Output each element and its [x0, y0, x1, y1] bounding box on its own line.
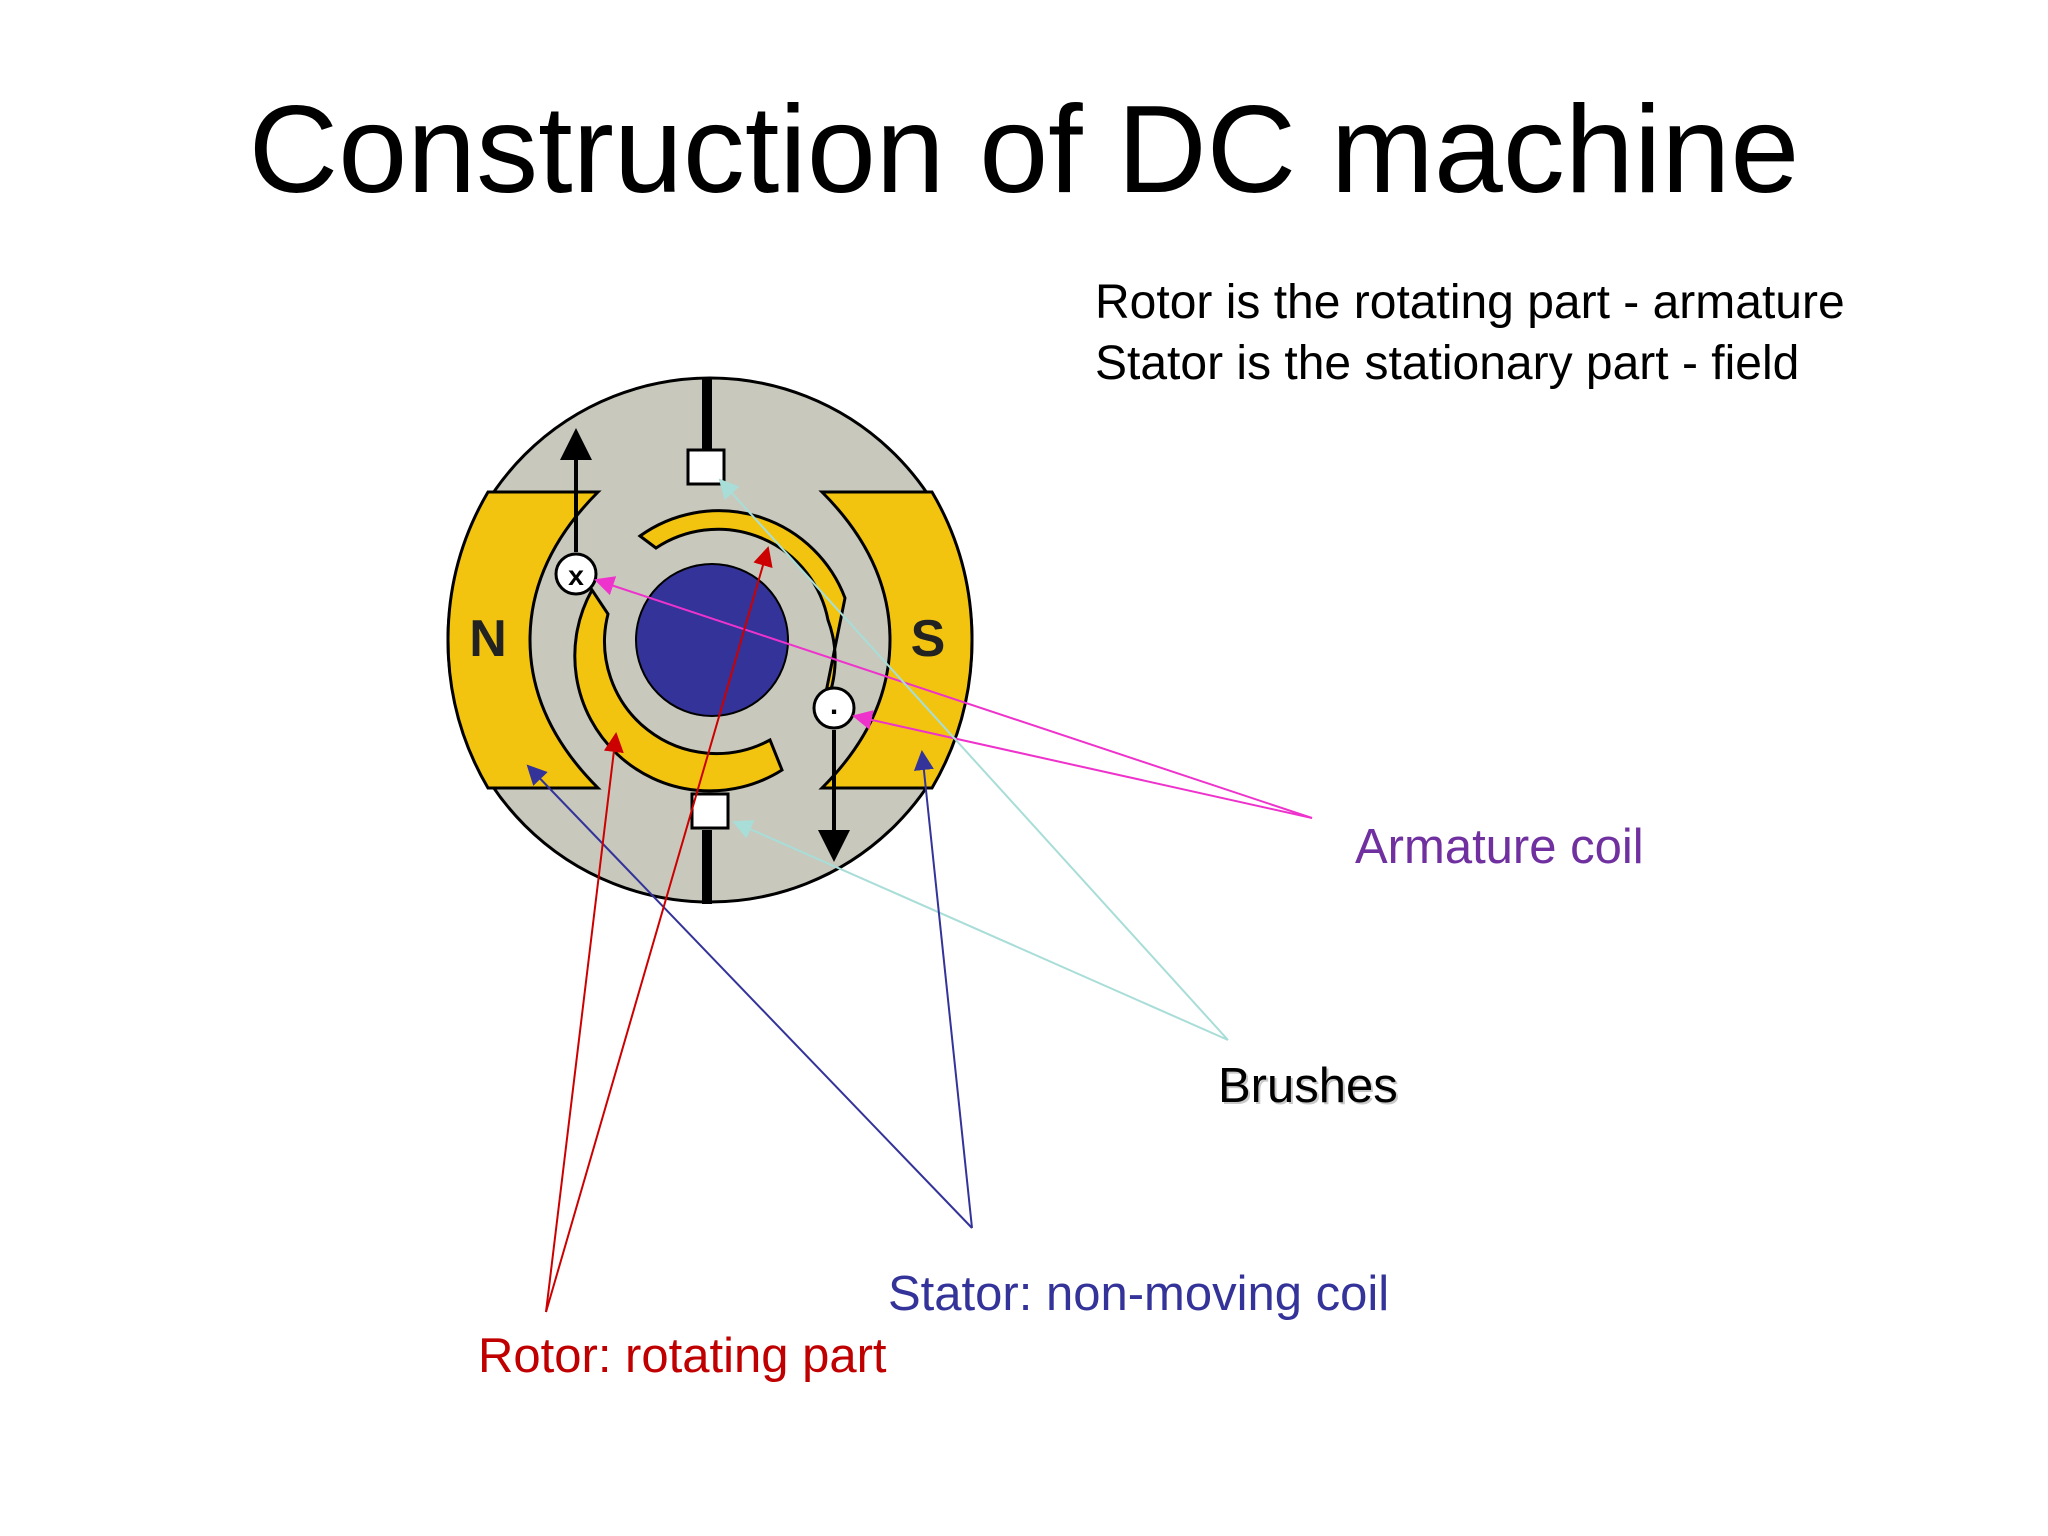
brush-pointer-bottom — [732, 820, 1229, 1041]
label-brushes: Brushes — [1218, 1059, 1398, 1113]
bottom-brush-rod — [702, 830, 712, 904]
pole-label-south: S — [911, 610, 946, 668]
top-brush-rod — [702, 378, 712, 450]
conductor-into-page — [554, 552, 598, 596]
label-rotor: Rotor: rotating part — [478, 1329, 887, 1383]
rotor-shaft — [635, 563, 789, 717]
bottom-brush — [690, 792, 730, 830]
armature-pointer-1 — [594, 576, 1313, 819]
rotor-pointer-upper-arc — [545, 546, 773, 1313]
label-armature-coil: Armature coil — [1355, 820, 1644, 874]
conductor-out-of-page-mark: . — [830, 688, 838, 721]
top-brush — [686, 448, 726, 486]
armature-coil-upper — [637, 509, 847, 713]
armature-pointer-2 — [852, 710, 1313, 819]
description-line-rotor: Rotor is the rotating part - armature — [1095, 276, 1845, 329]
stator-pointer-right — [913, 750, 973, 1229]
north-pole — [446, 490, 602, 790]
brush-pointer-top — [718, 478, 1229, 1041]
slide-title: Construction of DC machine — [248, 81, 1800, 219]
south-pole — [818, 490, 974, 790]
description-line-stator: Stator is the stationary part - field — [1095, 337, 1800, 390]
armature-coil-lower — [573, 587, 784, 793]
conductor-into-page-mark: x — [568, 563, 585, 594]
description: Rotor is the rotating part - armature St… — [1095, 272, 1845, 394]
rotor-pointer-lower-arc — [545, 732, 624, 1313]
label-stator: Stator: non-moving coil — [888, 1267, 1390, 1321]
conductor-out-of-page — [812, 686, 856, 730]
pole-label-north: N — [469, 610, 507, 668]
